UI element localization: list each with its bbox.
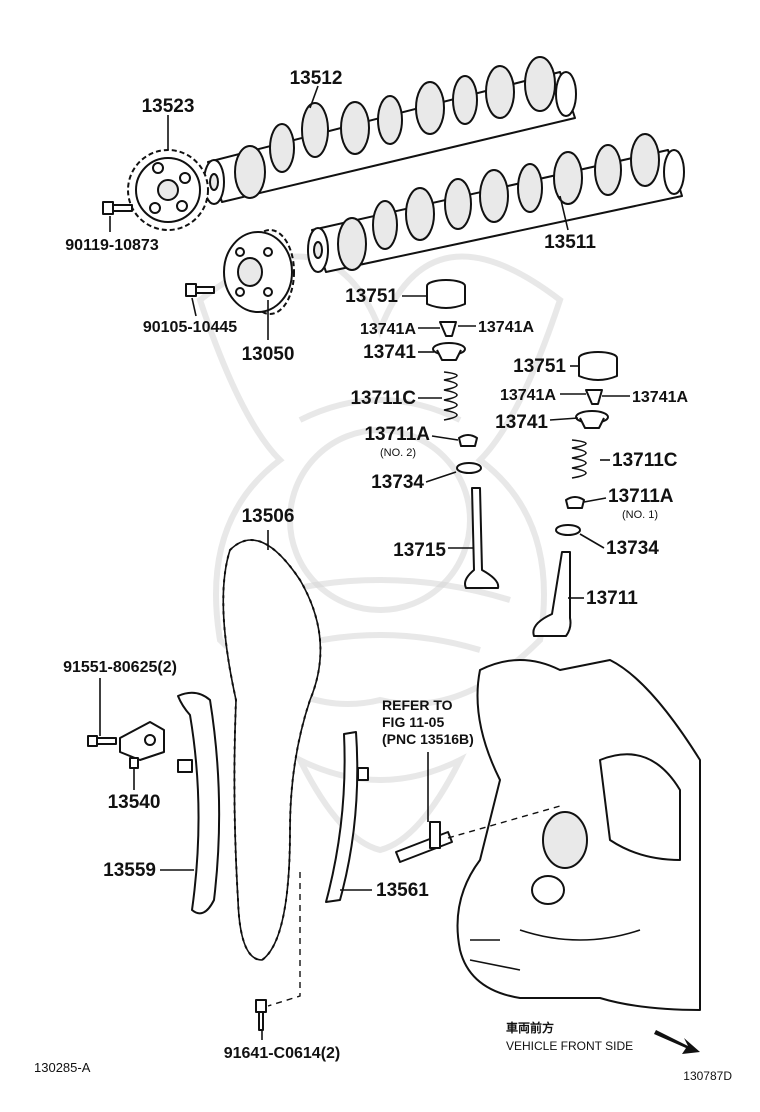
- keeper-13741a-left: [439, 321, 457, 337]
- label-13711c-left: 13711C: [350, 388, 416, 409]
- bolt-91551-80625: [87, 735, 117, 747]
- label-13523: 13523: [142, 96, 195, 117]
- label-90105-10445: 90105-10445: [143, 319, 237, 336]
- spring-13711c-left: [443, 371, 458, 421]
- spring-13711c-right: [571, 439, 587, 479]
- front-direction-arrow-icon: [654, 1030, 700, 1054]
- dashed-line-damper: [267, 872, 301, 1007]
- code-right: 130787D: [683, 1069, 732, 1083]
- label-13711a-left: 13711A: [364, 424, 430, 445]
- front-label-jp: 車両前方: [506, 1020, 554, 1035]
- engine-block: [456, 659, 701, 1011]
- label-13741a-left-b: 13741A: [478, 319, 534, 336]
- reference-line-1: REFER TO: [382, 697, 453, 713]
- retainer-13741-right: [575, 410, 609, 429]
- label-13711: 13711: [586, 588, 638, 609]
- referenced-part-13516b: [395, 821, 453, 863]
- reference-line-3: (PNC 13516B): [382, 731, 474, 747]
- label-13540: 13540: [108, 792, 161, 813]
- label-13559: 13559: [103, 860, 156, 881]
- leader-lines: [99, 85, 630, 1040]
- seal-13734-right: [555, 524, 581, 536]
- front-label-en: VEHICLE FRONT SIDE: [506, 1039, 633, 1053]
- lifter-13751-right: [578, 351, 618, 381]
- vvt-gear-13050: [223, 229, 295, 315]
- seat-13711a-right: [565, 496, 585, 509]
- label-13751-left: 13751: [345, 286, 398, 307]
- label-90119-10873: 90119-10873: [65, 237, 159, 254]
- dashed-line-reference: [447, 805, 561, 839]
- damper-13561: [325, 731, 369, 903]
- seat-13711a-left: [458, 434, 478, 447]
- label-13511: 13511: [544, 232, 596, 253]
- label-13711c-right: 13711C: [612, 450, 678, 471]
- valve-13715: [464, 487, 500, 589]
- lifter-13751-left: [426, 279, 466, 309]
- label-13751-right: 13751: [513, 356, 566, 377]
- label-13561: 13561: [376, 880, 429, 901]
- label-no2: (NO. 2): [380, 447, 416, 459]
- tensioner-13540: [119, 721, 165, 769]
- label-13711a-right: 13711A: [608, 486, 674, 507]
- label-13050: 13050: [242, 344, 295, 365]
- label-13715: 13715: [393, 540, 446, 561]
- label-13741a-right-b: 13741A: [632, 389, 688, 406]
- seal-13734-left: [456, 462, 482, 474]
- label-13734-left: 13734: [371, 472, 424, 493]
- bolt-90105-10445: [185, 283, 215, 297]
- camshaft-13512: [203, 56, 577, 205]
- label-13741-right: 13741: [495, 412, 548, 433]
- sprocket-13523: [127, 149, 209, 231]
- slipper-guide-13559: [177, 691, 221, 915]
- retainer-13741-left: [432, 342, 466, 361]
- label-13506: 13506: [242, 506, 295, 527]
- label-13512: 13512: [290, 68, 343, 89]
- label-91551-80625: 91551-80625(2): [63, 659, 177, 676]
- label-91641-c0614: 91641-C0614(2): [224, 1045, 341, 1062]
- code-left: 130285-A: [34, 1060, 91, 1075]
- label-13741a-left-a: 13741A: [360, 321, 416, 338]
- bolt-90119-10873: [102, 201, 133, 215]
- bolt-91641-c0614: [255, 999, 267, 1031]
- valve-13711: [532, 551, 572, 637]
- label-13741-left: 13741: [363, 342, 416, 363]
- label-13741a-right-a: 13741A: [500, 387, 556, 404]
- timing-chain-13506: [222, 539, 322, 962]
- camshaft-13511: [307, 133, 685, 273]
- keeper-13741a-right: [585, 389, 603, 405]
- label-13734-right: 13734: [606, 538, 659, 559]
- label-no1: (NO. 1): [622, 509, 658, 521]
- reference-line-2: FIG 11-05: [382, 714, 444, 730]
